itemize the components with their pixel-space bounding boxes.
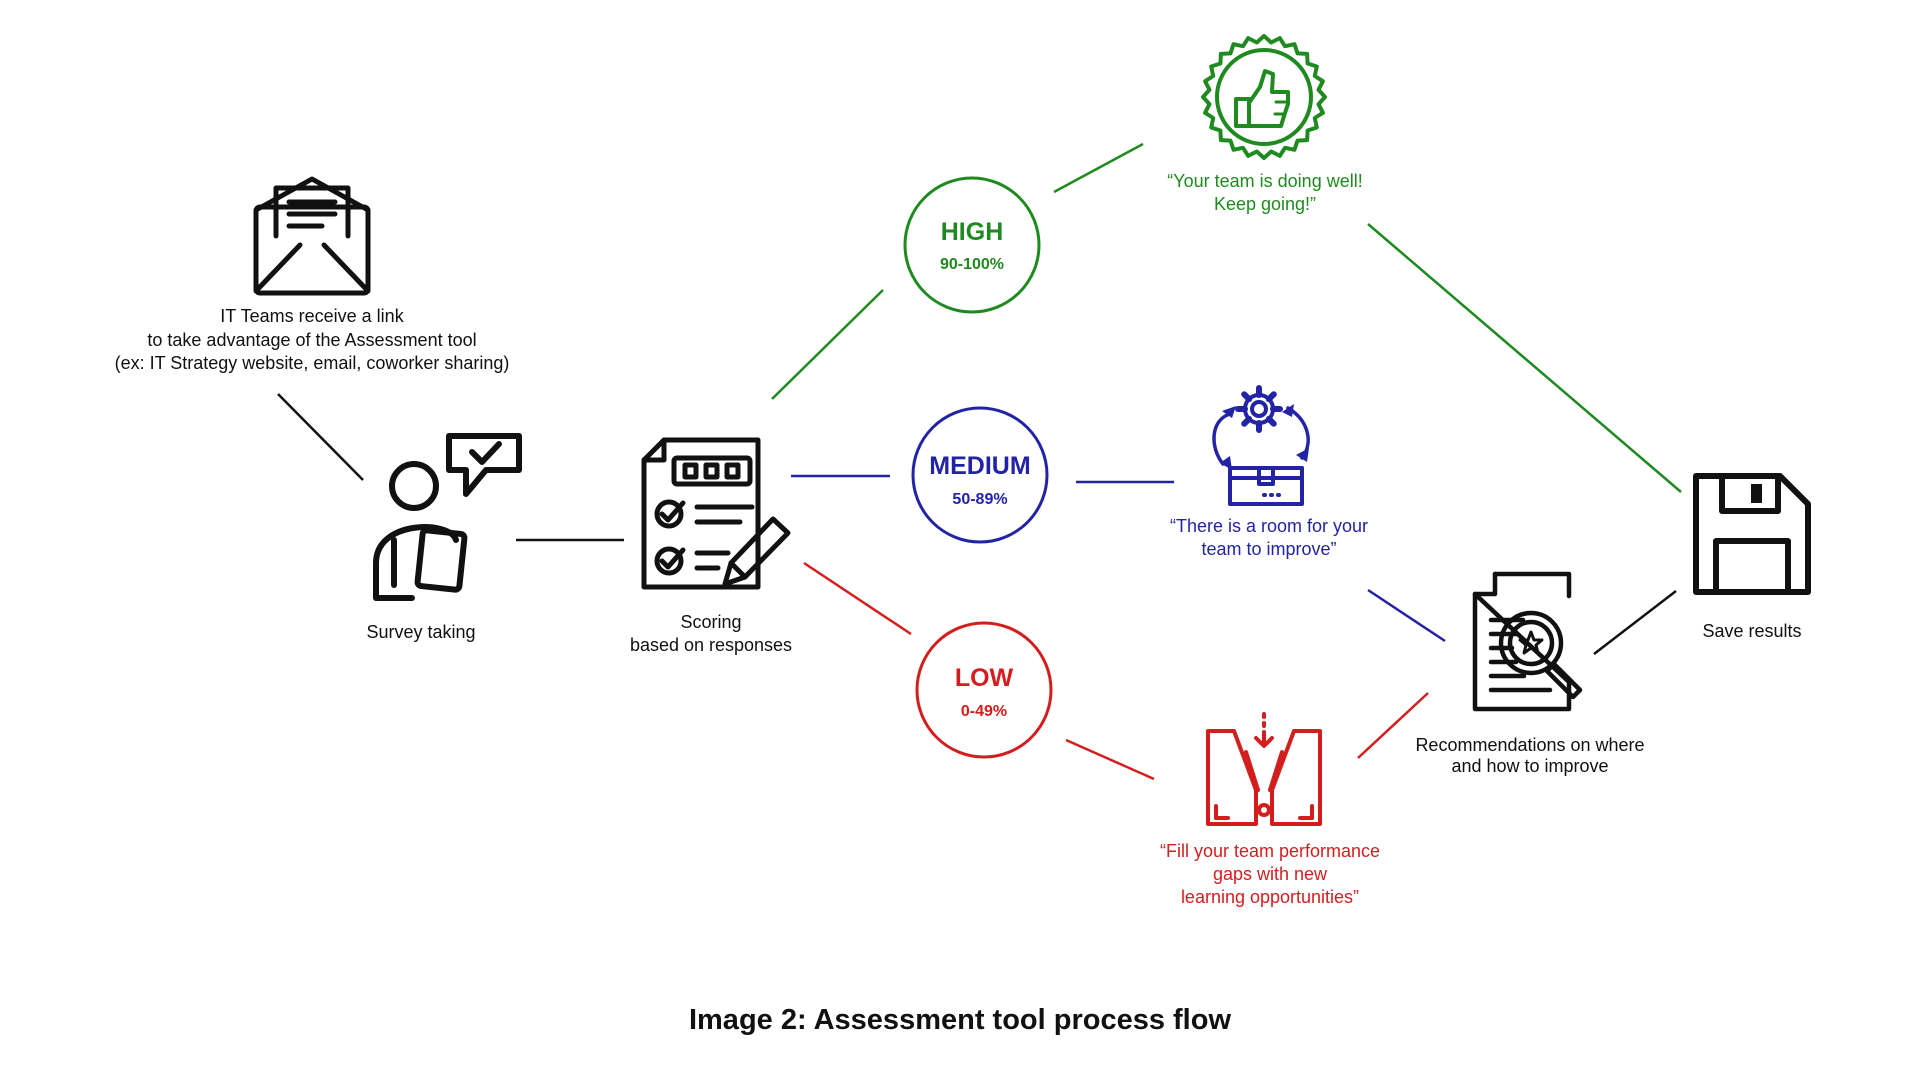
connector-recommend-save bbox=[1593, 590, 1677, 655]
connector-invite-survey bbox=[277, 393, 364, 481]
label-scoring: Scoring based on responses bbox=[630, 612, 792, 655]
label-recommend: Recommendations on where and how to impr… bbox=[1415, 735, 1644, 776]
connector-low-outcome bbox=[1065, 738, 1155, 781]
connector-low-outcome-recommend bbox=[1357, 692, 1429, 759]
outcome-medium-line-2: team to improve” bbox=[1201, 539, 1336, 559]
label-scoring-line-1: Scoring bbox=[680, 612, 741, 632]
checklist-pencil-icon bbox=[641, 437, 791, 590]
level-medium: MEDIUM 50-89% bbox=[911, 406, 1049, 544]
outcome-high-text: “Your team is doing well! Keep going!” bbox=[1167, 171, 1362, 214]
outcome-medium-text: “There is a room for your team to improv… bbox=[1170, 516, 1368, 559]
label-survey: Survey taking bbox=[366, 622, 475, 642]
figure-caption: Image 2: Assessment tool process flow bbox=[688, 1004, 1232, 1036]
label-scoring-line-2: based on responses bbox=[630, 635, 792, 655]
person-survey-icon bbox=[373, 433, 522, 601]
level-low: LOW 0-49% bbox=[915, 621, 1053, 759]
label-survey-line-1: Survey taking bbox=[366, 622, 475, 642]
label-recommend-line-1: Recommendations on where bbox=[1415, 735, 1644, 755]
outcome-low-line-2: gaps with new bbox=[1213, 864, 1328, 884]
label-save: Save results bbox=[1702, 621, 1801, 641]
outcome-low-text: “Fill your team performance gaps with ne… bbox=[1160, 841, 1380, 907]
label-invite: IT Teams receive a link to take advantag… bbox=[115, 306, 510, 373]
connector-high-outcome bbox=[1053, 142, 1144, 194]
level-high-name: HIGH bbox=[941, 218, 1004, 246]
envelope-icon bbox=[253, 176, 371, 296]
floppy-disk-icon bbox=[1693, 473, 1811, 595]
document-search-icon bbox=[1472, 571, 1583, 712]
outcome-low-line-1: “Fill your team performance bbox=[1160, 841, 1380, 861]
outcome-high-line-1: “Your team is doing well! bbox=[1167, 171, 1362, 191]
connector-medium-outcome-recommend bbox=[1367, 588, 1446, 643]
level-medium-name: MEDIUM bbox=[929, 452, 1030, 480]
connector-scoring-high bbox=[771, 289, 884, 400]
gear-box-cycle-icon bbox=[1212, 385, 1310, 506]
gap-fill-icon bbox=[1206, 712, 1322, 826]
outcome-high-line-2: Keep going!” bbox=[1214, 194, 1316, 214]
label-invite-line-2: to take advantage of the Assessment tool bbox=[147, 330, 476, 350]
label-invite-line-1: IT Teams receive a link bbox=[220, 306, 404, 326]
outcome-medium-line-1: “There is a room for your bbox=[1170, 516, 1368, 536]
level-medium-range: 50-89% bbox=[952, 491, 1007, 508]
connector-high-outcome-save bbox=[1367, 223, 1682, 493]
label-recommend-line-2: and how to improve bbox=[1451, 756, 1608, 776]
level-low-range: 0-49% bbox=[961, 703, 1007, 720]
level-high-range: 90-100% bbox=[940, 256, 1004, 273]
label-invite-line-3: (ex: IT Strategy website, email, coworke… bbox=[115, 353, 510, 373]
level-low-name: LOW bbox=[955, 664, 1014, 692]
label-save-line-1: Save results bbox=[1702, 621, 1801, 641]
connectors bbox=[277, 142, 1682, 781]
thumbs-up-badge-icon bbox=[1201, 34, 1327, 160]
outcome-low-line-3: learning opportunities” bbox=[1181, 887, 1359, 907]
level-high: HIGH 90-100% bbox=[903, 176, 1041, 314]
connector-scoring-low bbox=[803, 561, 912, 636]
